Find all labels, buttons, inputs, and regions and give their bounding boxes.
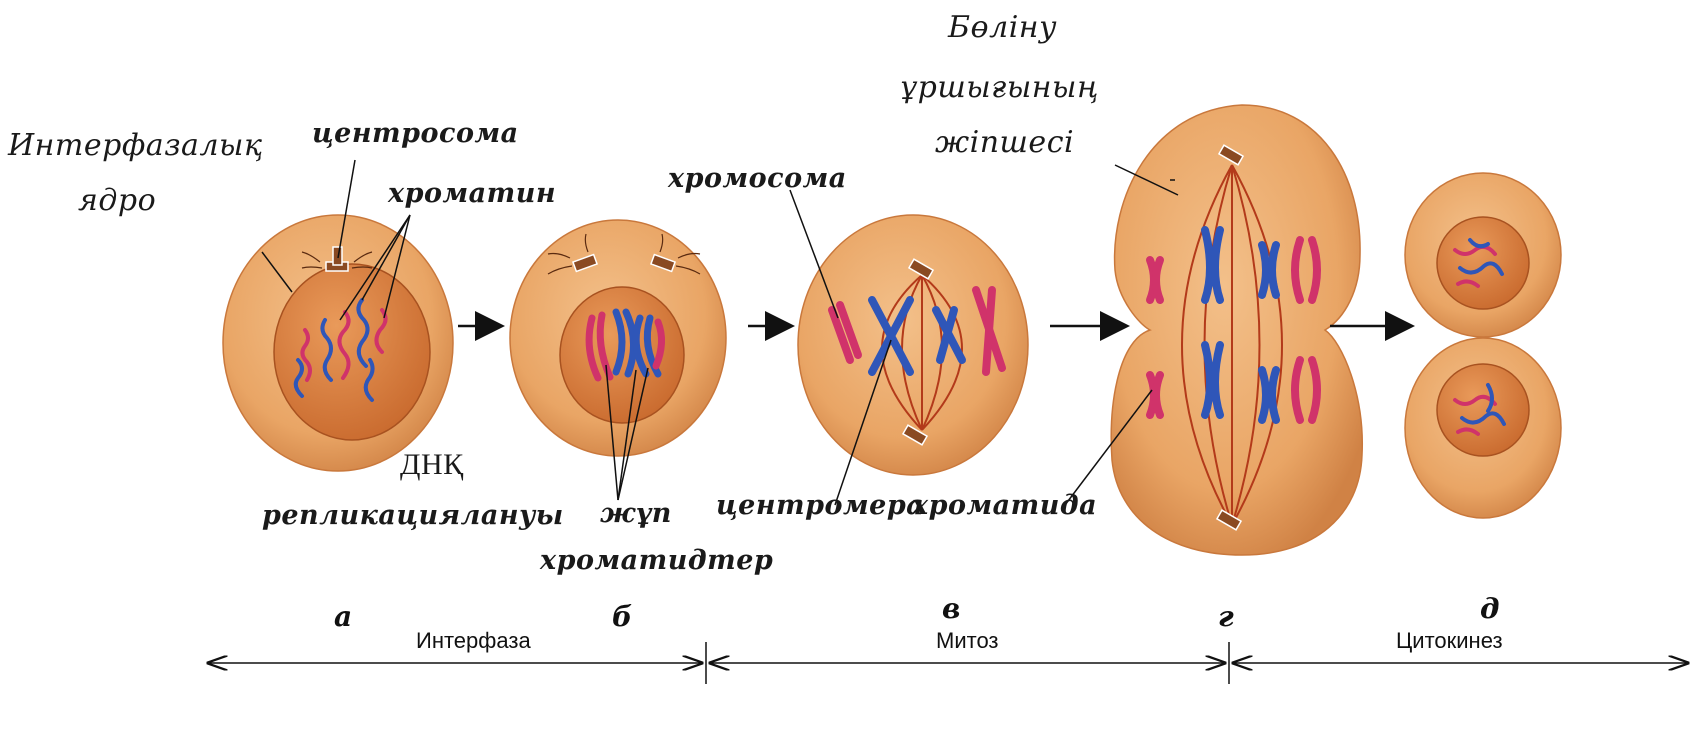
nucleus-a: [274, 264, 430, 440]
label-spindle-2: ұршығының: [900, 70, 1099, 105]
cell-b: [510, 220, 726, 456]
stage-letter-v: в: [942, 592, 960, 625]
phase-interphase: Интерфаза: [410, 628, 537, 654]
label-spindle-3: жіпшесі: [935, 125, 1074, 160]
phase-mitosis: Митоз: [930, 628, 1005, 654]
label-chromatid: хроматида: [912, 490, 1097, 521]
stage-letter-g: г: [1218, 600, 1234, 633]
label-interphase-nucleus-2: ядро: [78, 183, 156, 218]
label-paired-chromatids-2: хроматидтер: [540, 545, 773, 576]
cell-a: [223, 215, 453, 471]
label-dna-2: репликациялануы: [262, 500, 564, 531]
label-chromosome: хромосома: [668, 163, 847, 194]
label-paired-chromatids-1: жұп: [600, 498, 672, 529]
cell-g: [1111, 105, 1362, 555]
label-centrosome: центросома: [312, 118, 519, 149]
stage-letter-d: д: [1480, 592, 1499, 625]
label-chromatin: хроматин: [388, 178, 556, 209]
cell-d-top: [1405, 173, 1561, 337]
label-spindle-1: Бөліну: [948, 10, 1057, 45]
label-interphase-nucleus-1: Интерфазалық: [8, 128, 263, 163]
stage-letter-a: а: [334, 600, 352, 633]
stage-letter-b: б: [612, 600, 632, 633]
cell-v: [798, 215, 1028, 475]
cell-d-bottom: [1405, 338, 1561, 518]
label-dna-1: ДНҚ: [400, 448, 464, 482]
phase-cytokinesis: Цитокинез: [1390, 628, 1509, 654]
label-centromere: центромера: [716, 490, 924, 521]
